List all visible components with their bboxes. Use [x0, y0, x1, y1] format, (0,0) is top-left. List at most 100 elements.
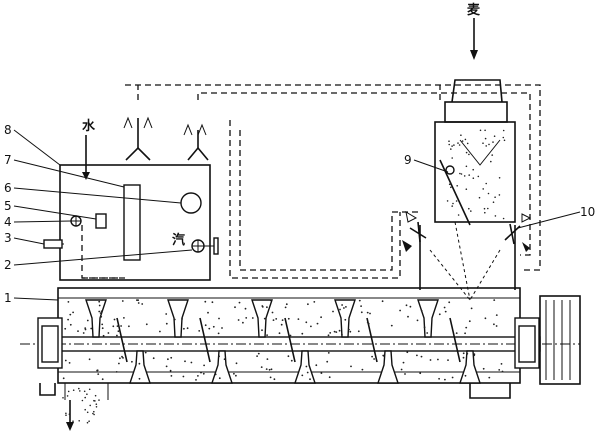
grain-dot	[382, 354, 385, 357]
grain-dot	[360, 305, 362, 307]
grain-dot	[251, 317, 254, 319]
grain-dot	[278, 332, 281, 335]
grain-dot	[84, 408, 86, 411]
grain-dot	[482, 188, 485, 190]
grain-dot	[261, 329, 263, 332]
grain-dot	[448, 301, 451, 304]
component-10-valves	[402, 210, 532, 252]
grain-dot	[84, 327, 87, 329]
grain-dot	[329, 332, 332, 334]
grain-dot	[285, 303, 288, 306]
grain-dot	[233, 372, 235, 375]
grain-dot	[290, 359, 293, 362]
wheat-input-arrow	[470, 18, 478, 60]
grain-dot	[301, 374, 304, 377]
dashed-piping	[81, 84, 541, 279]
grain-dot	[65, 414, 67, 417]
grain-dot	[492, 201, 495, 203]
grain-dot	[121, 300, 124, 302]
grain-dot	[307, 303, 309, 306]
grain-dot	[416, 319, 419, 322]
grain-dot	[360, 311, 363, 314]
grain-dot	[320, 316, 322, 319]
grain-dot	[234, 306, 236, 309]
grain-dot	[448, 183, 451, 186]
grain-dot	[67, 390, 70, 393]
grain-dot	[328, 376, 331, 379]
grain-dot	[333, 330, 336, 333]
grain-dot	[92, 412, 94, 415]
main-shaft	[20, 336, 580, 352]
callout-3: 3	[4, 231, 12, 245]
grain-dot	[460, 173, 463, 175]
grain-dot	[69, 323, 72, 326]
grain-dot	[65, 412, 67, 415]
grain-dot	[100, 310, 103, 313]
callout-2: 2	[4, 258, 12, 272]
grain-dot	[309, 378, 311, 381]
grain-dot	[449, 182, 452, 184]
grain-dot	[498, 194, 501, 196]
grain-dot	[327, 352, 330, 354]
grain-dot	[464, 374, 467, 377]
paddle-bottom	[294, 350, 316, 384]
grain-dot	[348, 328, 350, 331]
angled-blade	[199, 317, 211, 363]
grain-dot	[165, 365, 168, 368]
grain-dot	[502, 217, 505, 220]
grain-dot	[502, 129, 505, 132]
grain-dot	[438, 377, 440, 380]
grain-dot	[450, 186, 452, 189]
grain-dot	[462, 356, 465, 359]
grain-dot	[221, 327, 223, 329]
grain-dot	[327, 334, 330, 337]
grain-dot	[131, 360, 133, 363]
grain-dot	[498, 369, 501, 371]
grain-dot	[100, 315, 103, 318]
grain-dot	[343, 307, 345, 309]
grain-dot	[86, 411, 89, 414]
grain-dot	[350, 365, 352, 368]
grain-dot	[203, 364, 206, 367]
paddle-bottom	[129, 350, 151, 384]
grain-dot	[98, 300, 101, 303]
grain-dot	[170, 356, 173, 359]
grain-dot	[501, 370, 504, 373]
grain-dot	[265, 368, 268, 370]
grain-dot	[159, 330, 161, 333]
grain-dot	[266, 358, 269, 360]
grain-dot	[407, 315, 409, 318]
grain-dot	[493, 323, 495, 326]
grain-dot	[457, 214, 460, 216]
grain-dot	[181, 318, 184, 320]
grain-dot	[183, 327, 185, 330]
grain-dot	[451, 145, 453, 147]
grain-dot	[338, 329, 341, 332]
grain-dot	[456, 185, 459, 187]
grain-dot	[263, 317, 266, 320]
grain-dot	[235, 362, 238, 365]
grain-dot	[443, 306, 446, 309]
grain-dot	[217, 332, 220, 335]
grain-dot	[269, 299, 272, 302]
grain-dot	[503, 139, 506, 142]
grain-dot	[77, 330, 79, 332]
grain-dot	[122, 357, 124, 359]
angled-blade	[366, 317, 378, 363]
grain-dot	[332, 310, 334, 313]
grain-dot	[419, 372, 422, 375]
grain-dot	[465, 188, 468, 190]
grain-dot	[301, 332, 304, 335]
grain-dot	[437, 358, 439, 361]
grain-dot	[113, 318, 116, 321]
paddle-top	[334, 299, 356, 338]
grain-dot	[460, 134, 462, 136]
grain-dot	[468, 153, 470, 156]
grain-dot	[281, 319, 284, 321]
grain-dot	[458, 144, 461, 146]
grain-dot	[280, 323, 283, 326]
grain-dot	[494, 215, 497, 217]
grain-dot	[484, 211, 486, 214]
component-7-bar	[123, 184, 141, 261]
